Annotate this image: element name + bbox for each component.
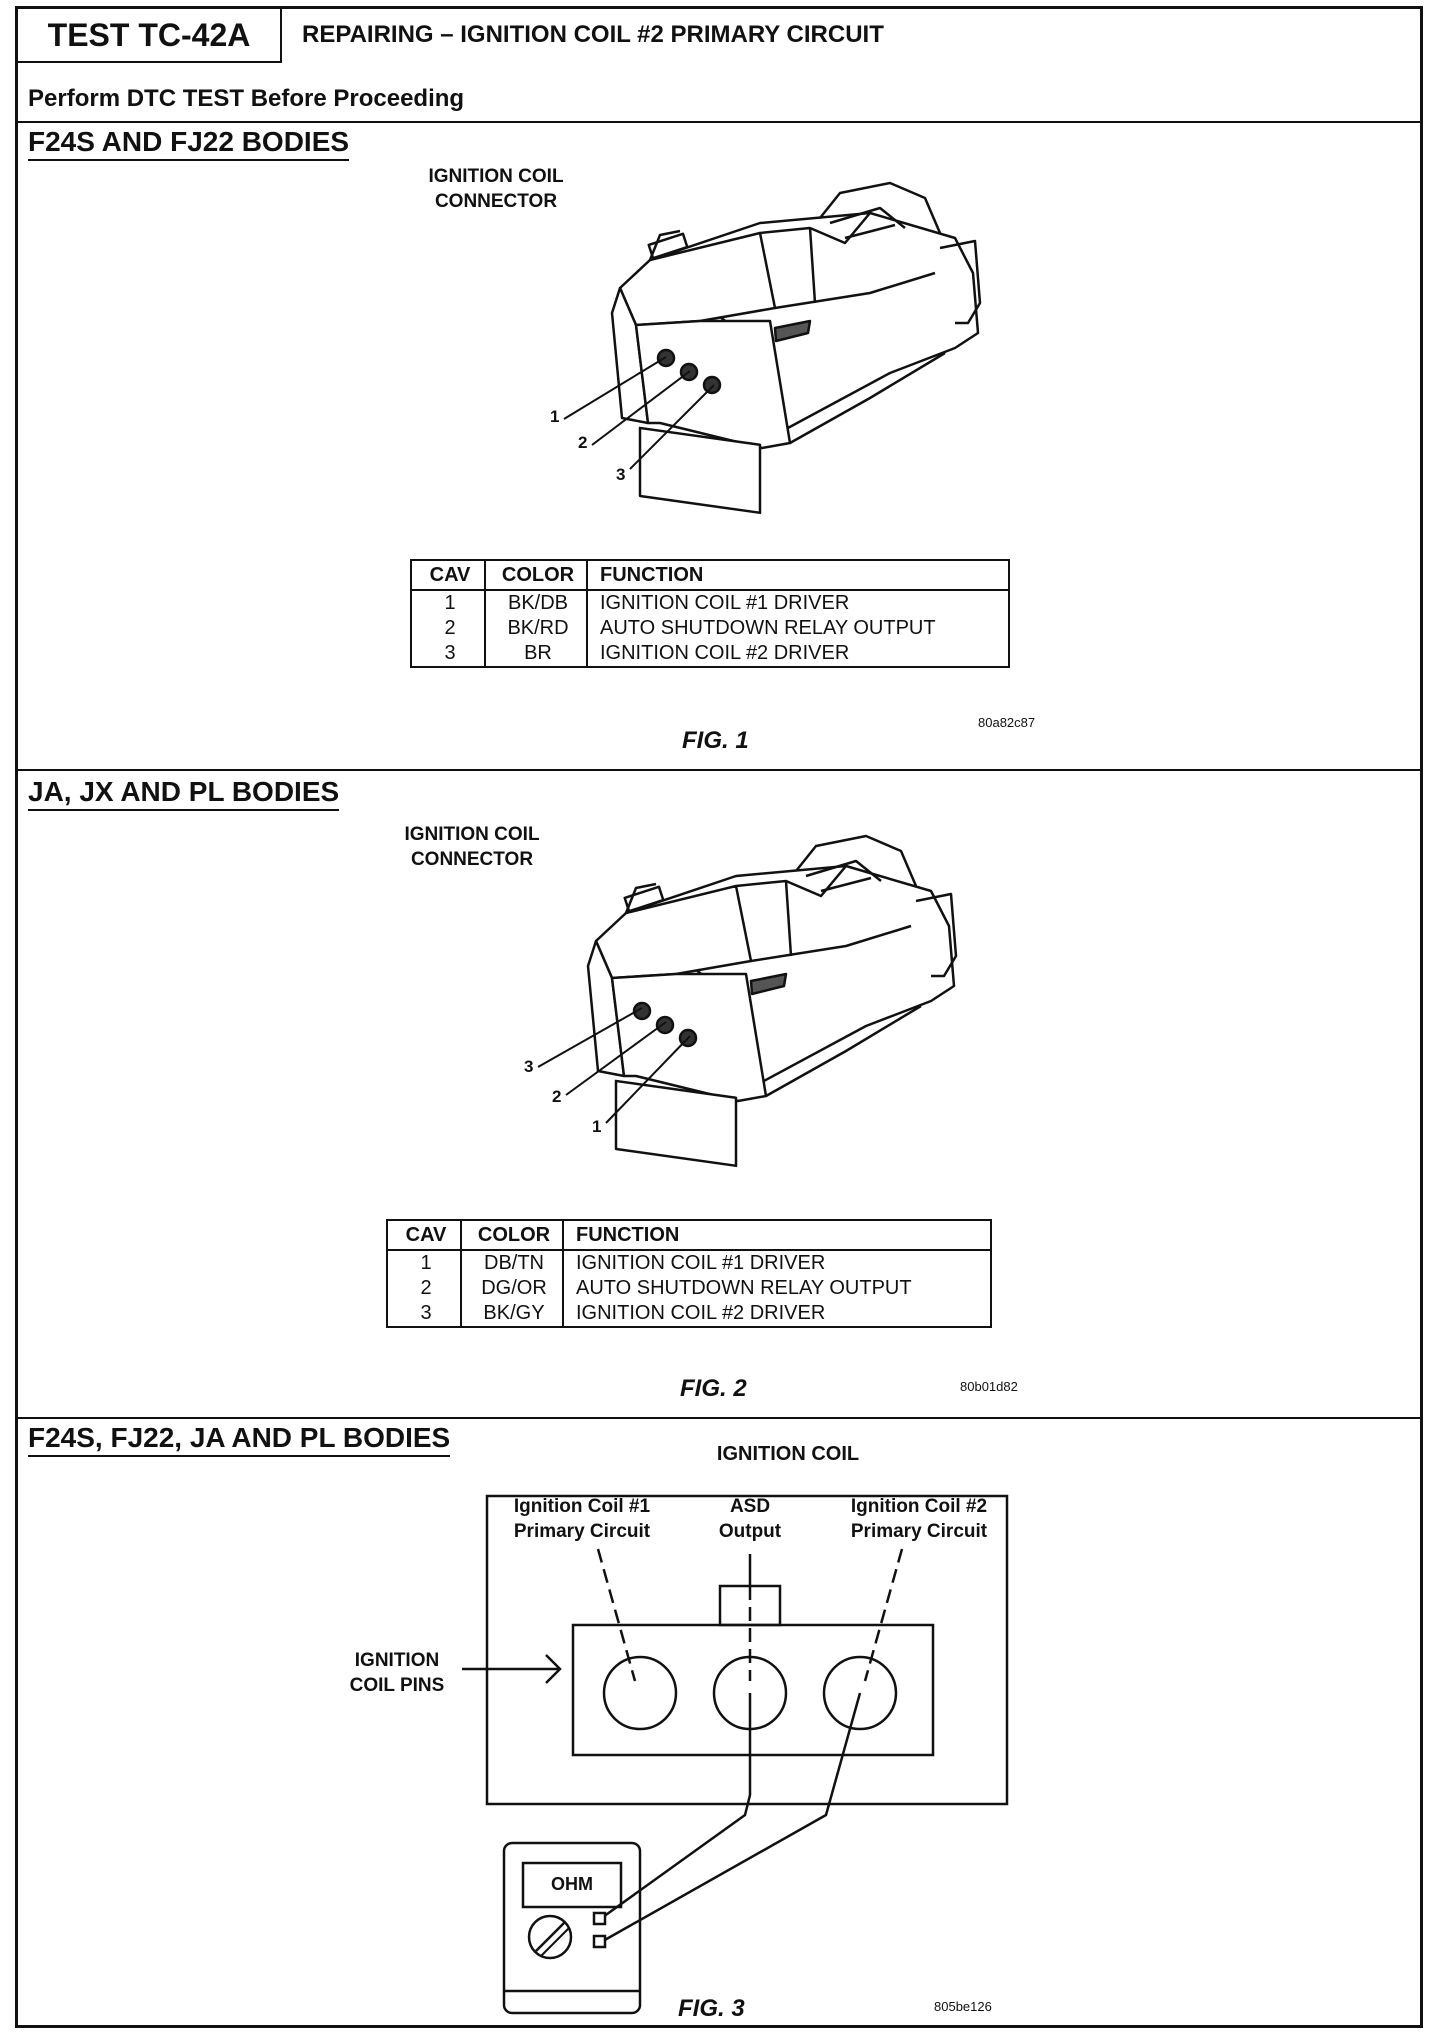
table-cell: IGNITION COIL #2 DRIVER bbox=[600, 642, 850, 664]
table-cell: IGNITION COIL #1 DRIVER bbox=[600, 592, 850, 614]
table-cell: BK/DB bbox=[485, 590, 588, 616]
figure-code: 805be126 bbox=[934, 1999, 992, 2014]
table-cell: 2 bbox=[387, 1276, 462, 1301]
ignition-coil-pins-label: IGNITION COIL PINS bbox=[332, 1649, 462, 1698]
cavity-label: 2 bbox=[552, 1087, 562, 1106]
connector-label: IGNITION COIL CONNECTOR bbox=[396, 165, 596, 214]
figure-code: 80b01d82 bbox=[960, 1379, 1018, 1394]
column-header: FUNCTION bbox=[563, 1220, 991, 1251]
test-title: REPAIRING – IGNITION COIL #2 PRIMARY CIR… bbox=[302, 21, 884, 48]
cavity-label: 3 bbox=[524, 1057, 534, 1076]
test-id: TEST TC-42A bbox=[47, 16, 251, 53]
table-row: 2 BK/RD AUTO SHUTDOWN RELAY OUTPUT bbox=[411, 616, 1009, 641]
column-header: COLOR bbox=[485, 560, 588, 591]
asd-label: ASD Output bbox=[698, 1495, 802, 1544]
figure-label: FIG. 2 bbox=[680, 1375, 747, 1402]
coil2-label-line1: Ignition Coil #2 bbox=[850, 1496, 988, 1517]
section3-title: F24S, FJ22, JA AND PL BODIES bbox=[28, 1423, 451, 1458]
divider bbox=[18, 121, 1420, 123]
table-cell: DG/OR bbox=[461, 1276, 564, 1301]
table-header-row: CAV COLOR FUNCTION bbox=[411, 560, 1009, 591]
table-row: 3 BR IGNITION COIL #2 DRIVER bbox=[411, 641, 1009, 667]
cavity-label: 1 bbox=[592, 1117, 602, 1136]
column-header: FUNCTION bbox=[587, 560, 1009, 591]
table-cell: BR bbox=[485, 641, 588, 667]
figure-code: 80a82c87 bbox=[978, 715, 1036, 730]
section1-connector-drawing bbox=[563, 181, 982, 515]
table-row: 1 DB/TN IGNITION COIL #1 DRIVER bbox=[387, 1250, 991, 1276]
table-cell: 2 bbox=[411, 616, 486, 641]
connector-label-line2: CONNECTOR bbox=[410, 848, 534, 870]
figure-label: FIG. 1 bbox=[682, 727, 749, 754]
asd-label-line2: Output bbox=[718, 1520, 782, 1542]
cavity-label: 2 bbox=[578, 433, 588, 452]
table-row: 1 BK/DB IGNITION COIL #1 DRIVER bbox=[411, 590, 1009, 616]
pins-label-line1: IGNITION bbox=[354, 1650, 440, 1671]
section2-connector-drawing bbox=[537, 834, 958, 1168]
divider bbox=[18, 769, 1420, 771]
cavity-label: 3 bbox=[616, 465, 626, 484]
column-header: COLOR bbox=[461, 1220, 564, 1251]
table-cell: BK/RD bbox=[485, 616, 588, 641]
coil1-label-line1: Ignition Coil #1 bbox=[513, 1496, 651, 1517]
table-cell: IGNITION COIL #1 DRIVER bbox=[576, 1252, 826, 1274]
connector-label-line1: IGNITION COIL bbox=[428, 166, 564, 187]
table-row: 3 BK/GY IGNITION COIL #2 DRIVER bbox=[387, 1301, 991, 1327]
ohmmeter-display: OHM bbox=[551, 1874, 593, 1894]
table-cell: AUTO SHUTDOWN RELAY OUTPUT bbox=[600, 617, 936, 639]
pins-label-line2: COIL PINS bbox=[349, 1674, 445, 1696]
table-cell: IGNITION COIL #2 DRIVER bbox=[576, 1302, 826, 1324]
asd-label-line1: ASD bbox=[729, 1496, 771, 1517]
service-manual-page: TEST TC-42A REPAIRING – IGNITION COIL #2… bbox=[15, 6, 1423, 2028]
table-row: 2 DG/OR AUTO SHUTDOWN RELAY OUTPUT bbox=[387, 1276, 991, 1301]
column-header: CAV bbox=[387, 1220, 462, 1251]
table-cell: 1 bbox=[411, 590, 486, 616]
table-cell: BK/GY bbox=[461, 1301, 564, 1327]
coil2-label-line2: Primary Circuit bbox=[850, 1520, 988, 1542]
section2-title: JA, JX AND PL BODIES bbox=[28, 777, 340, 812]
cavity-table: CAV COLOR FUNCTION 1 DB/TN IGNITION COIL… bbox=[386, 1219, 992, 1328]
connector-label-line2: CONNECTOR bbox=[434, 190, 558, 212]
table-cell: DB/TN bbox=[461, 1250, 564, 1276]
connector-label: IGNITION COIL CONNECTOR bbox=[372, 823, 572, 872]
figure-label: FIG. 3 bbox=[678, 1995, 745, 2022]
cavity-label: 1 bbox=[550, 407, 560, 426]
coil1-label-line2: Primary Circuit bbox=[513, 1520, 651, 1542]
cavity-table: CAV COLOR FUNCTION 1 BK/DB IGNITION COIL… bbox=[410, 559, 1010, 668]
table-cell: 3 bbox=[411, 641, 486, 667]
connector-label-line1: IGNITION COIL bbox=[404, 824, 540, 845]
table-header-row: CAV COLOR FUNCTION bbox=[387, 1220, 991, 1251]
table-cell: AUTO SHUTDOWN RELAY OUTPUT bbox=[576, 1277, 912, 1299]
section1-title: F24S AND FJ22 BODIES bbox=[28, 127, 350, 162]
column-header: CAV bbox=[411, 560, 486, 591]
coil2-label: Ignition Coil #2 Primary Circuit bbox=[834, 1495, 1004, 1544]
table-cell: 1 bbox=[387, 1250, 462, 1276]
test-id-box: TEST TC-42A bbox=[18, 9, 282, 63]
coil-title: IGNITION COIL bbox=[716, 1443, 860, 1465]
coil-test-diagram bbox=[462, 1494, 1009, 2015]
divider bbox=[18, 1417, 1420, 1419]
dtc-notice: Perform DTC TEST Before Proceeding bbox=[28, 85, 465, 112]
coil1-label: Ignition Coil #1 Primary Circuit bbox=[498, 1495, 666, 1544]
table-cell: 3 bbox=[387, 1301, 462, 1327]
